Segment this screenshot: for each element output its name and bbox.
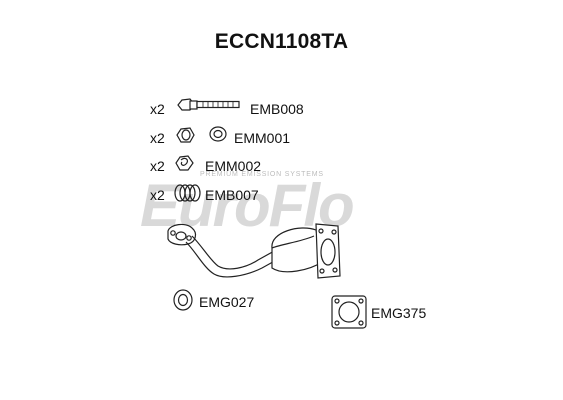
part-code: EMB008 xyxy=(250,101,304,117)
catalytic-converter-pipe-icon xyxy=(167,223,341,279)
nut-icon xyxy=(176,126,227,143)
gasket-code: EMG027 xyxy=(199,294,255,310)
part-qty: x2 xyxy=(150,101,165,117)
page-title: ECCN1108TA xyxy=(214,30,349,53)
part-code: EMM002 xyxy=(205,158,262,174)
part-qty: x2 xyxy=(150,130,165,146)
part-qty: x2 xyxy=(150,158,165,174)
gasket-code: EMG375 xyxy=(371,305,427,321)
spring-nut-icon xyxy=(175,155,194,171)
bolt-icon xyxy=(177,98,240,111)
square-gasket-icon xyxy=(331,295,367,329)
part-code: EMM001 xyxy=(234,130,291,146)
part-qty: x2 xyxy=(150,187,165,203)
ring-gasket-icon xyxy=(173,289,193,311)
spring-icon xyxy=(174,184,201,202)
watermark-tagline: PREMIUM EMISSION SYSTEMS xyxy=(200,171,324,178)
part-code: EMB007 xyxy=(205,187,259,203)
